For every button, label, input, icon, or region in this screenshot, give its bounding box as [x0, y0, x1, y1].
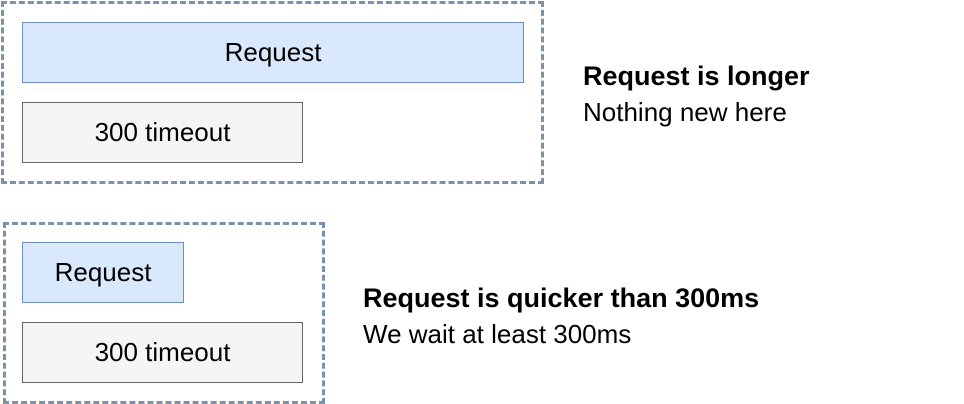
scenario-2-timeout-label: 300 timeout: [94, 337, 231, 367]
scenario-2-frame: [3, 222, 325, 404]
scenario-1-timeout-bar: 300 timeout: [22, 102, 303, 163]
scenario-1-frame: [1, 1, 544, 184]
scenario-1-description: Nothing new here: [583, 97, 787, 127]
scenario-2-caption: Request is quicker than 300ms We wait at…: [363, 280, 759, 352]
scenario-1-caption: Request is longer Nothing new here: [583, 58, 810, 130]
scenario-1-title: Request is longer: [583, 61, 810, 91]
scenario-1-request-label: Request: [224, 37, 322, 67]
scenario-2-timeout-bar: 300 timeout: [22, 322, 303, 383]
scenario-1-timeout-label: 300 timeout: [94, 117, 231, 147]
scenario-1-request-bar: Request: [22, 22, 524, 83]
scenario-2-request-label: Request: [54, 257, 152, 287]
scenario-2-request-bar: Request: [22, 242, 184, 303]
scenario-2-description: We wait at least 300ms: [363, 319, 632, 349]
scenario-2-title: Request is quicker than 300ms: [363, 283, 760, 313]
